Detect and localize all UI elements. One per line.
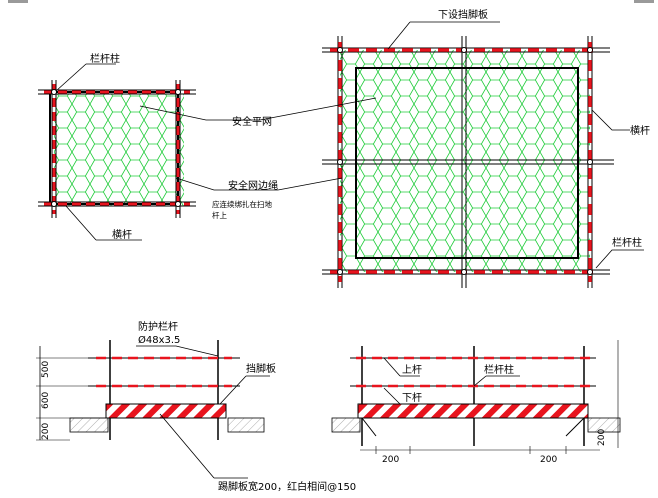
dim-post-offset-left: 200	[382, 455, 399, 465]
large-plan-opening-frame	[355, 67, 579, 259]
label-railing-post: 栏杆柱	[90, 52, 120, 65]
label-pipe-spec: Ø48x3.5	[138, 334, 180, 346]
label-crossbar-right: 横杆	[630, 124, 650, 137]
label-railing-post-elev: 栏杆柱	[484, 363, 514, 376]
large-plan-leaders	[259, 21, 644, 269]
small-plan	[38, 80, 196, 218]
top-edge-mark-right	[634, 0, 654, 3]
label-top-rail: 上杆	[402, 364, 422, 376]
label-toeboard-note: 踢脚板宽200，红白相间@150	[218, 480, 356, 493]
label-safety-net: 安全平网	[232, 115, 272, 128]
top-edge-mark-left	[8, 0, 28, 3]
small-plan-net	[54, 94, 184, 206]
label-net-note-line1: 应连续绑扎在扫地	[212, 199, 272, 209]
large-plan	[322, 36, 614, 288]
label-guard-rail: 防护栏杆	[138, 320, 178, 333]
right-elevation	[331, 340, 621, 454]
label-net-note-line2: 杆上	[212, 210, 227, 220]
right-elevation-leaders	[383, 357, 520, 405]
label-bottom-rail: 下杆	[402, 392, 422, 404]
right-toeboard	[357, 403, 589, 419]
label-railing-post-right: 栏杆柱	[612, 236, 642, 249]
dim-post-offset-right: 200	[540, 455, 557, 465]
left-elevation	[36, 340, 265, 441]
dim-toeboard-height-left: 200	[41, 423, 51, 440]
dim-upper-gap-left: 500	[41, 361, 51, 378]
small-plan-red-railing	[44, 84, 190, 214]
left-elevation-leaders	[136, 345, 270, 479]
label-toeboard-below: 下设挡脚板	[438, 8, 488, 21]
label-net-edge-rope: 安全网边绳	[228, 179, 278, 192]
large-plan-net	[340, 50, 590, 272]
label-crossbar: 横杆	[112, 228, 132, 241]
label-toeboard: 挡脚板	[246, 362, 276, 375]
left-toeboard	[105, 403, 227, 419]
small-plan-leaders	[55, 63, 278, 241]
dim-lower-gap-left: 600	[41, 392, 51, 409]
dim-post-side: 200	[597, 429, 607, 446]
